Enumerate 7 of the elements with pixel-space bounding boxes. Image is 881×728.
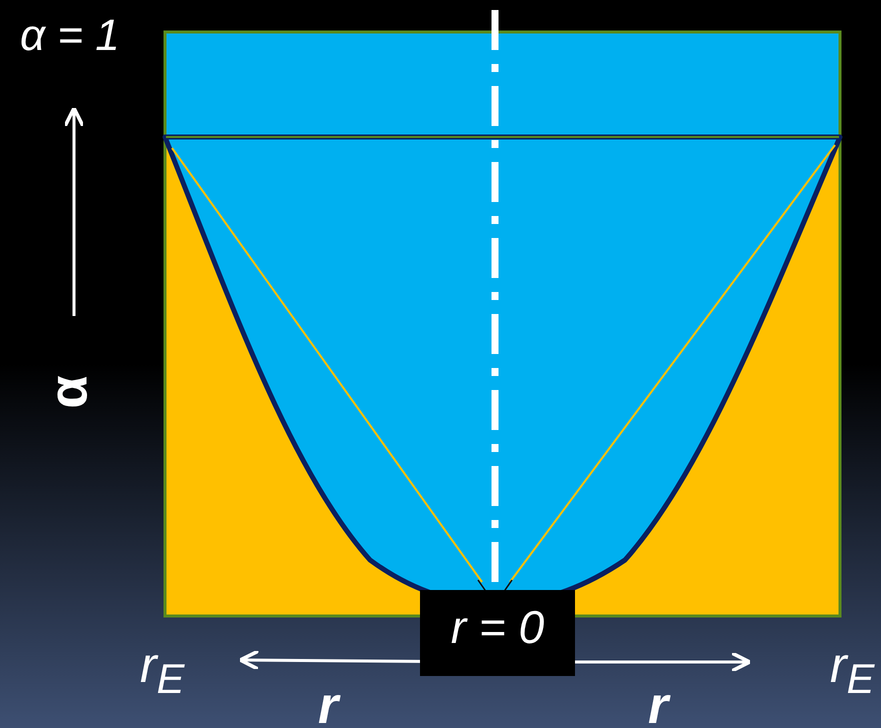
parameter-label: α = 1 xyxy=(20,14,120,58)
radius-label: r$_{E}$ xyxy=(830,640,874,700)
axis-label: r xyxy=(318,680,338,728)
origin-label: r = 0 xyxy=(420,590,575,676)
axis-label: r xyxy=(648,680,668,728)
axis-label: α xyxy=(42,375,96,409)
radius-label: r$_{E}$ xyxy=(140,640,184,700)
